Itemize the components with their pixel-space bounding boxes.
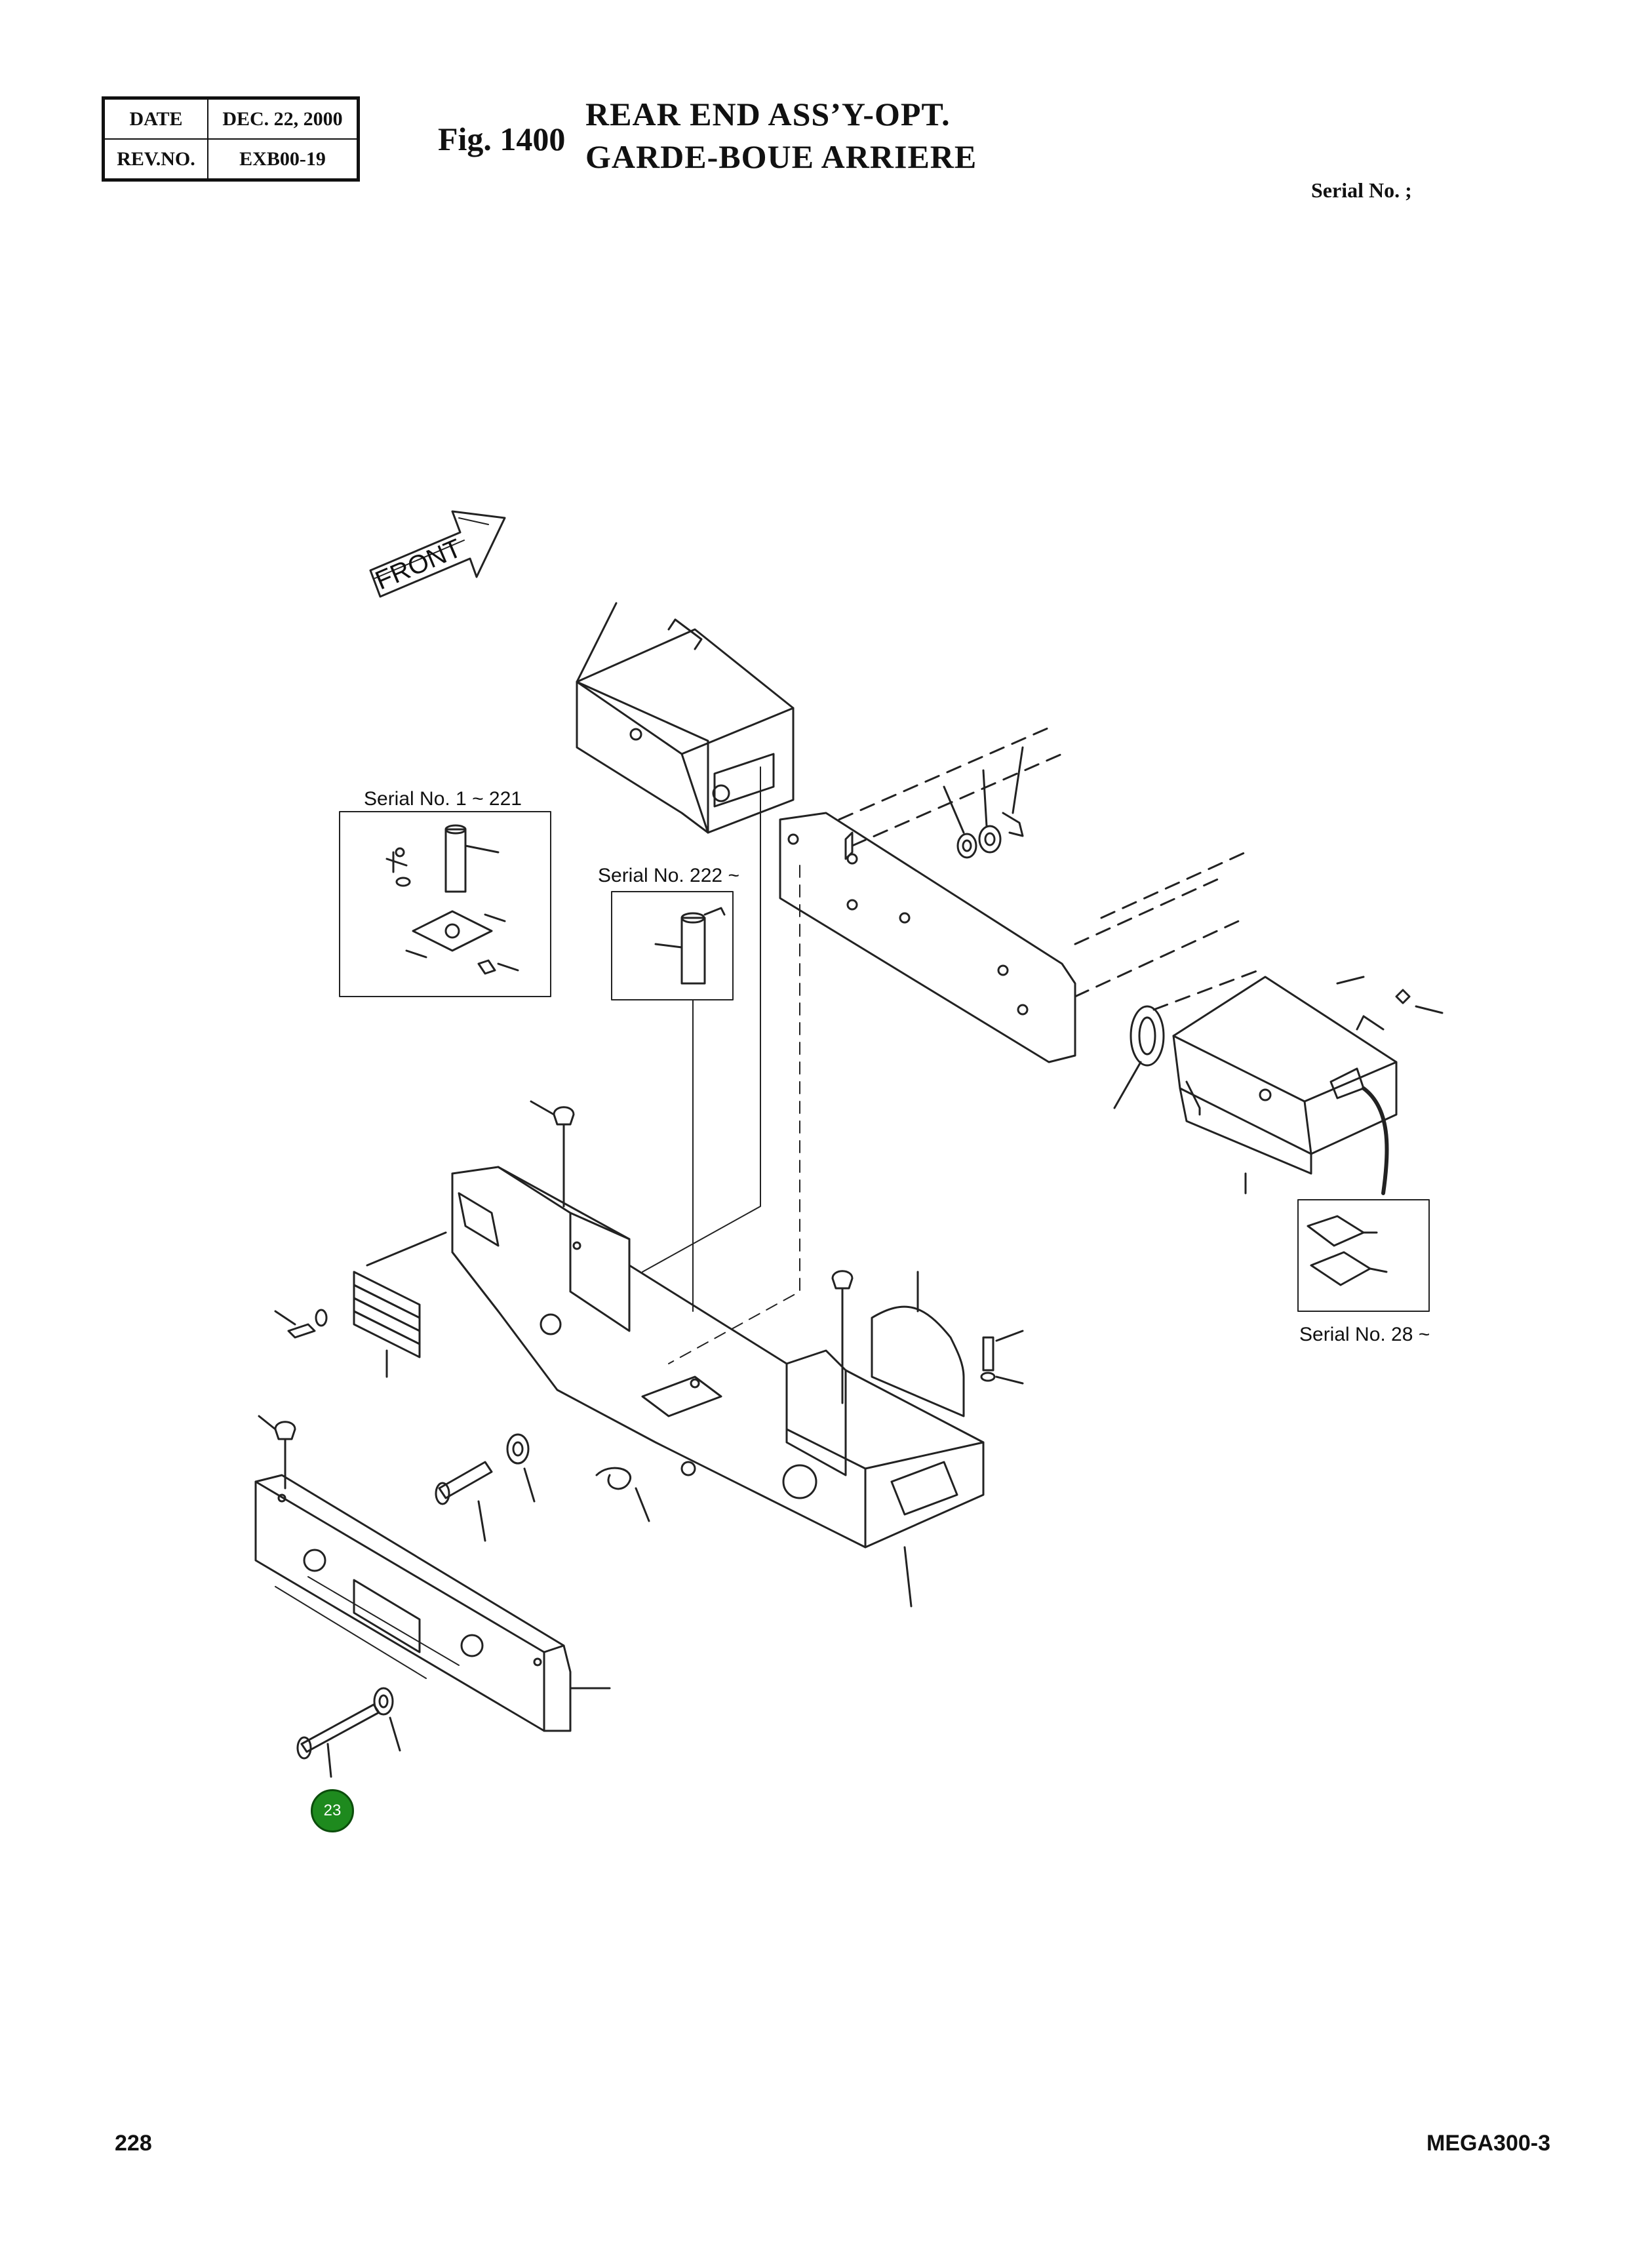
frame-washers <box>943 746 1024 859</box>
model-number: MEGA300-3 <box>1426 2131 1550 2156</box>
rev-label: REV.NO. <box>102 138 208 181</box>
revision-table: DATE DEC. 22, 2000 REV.NO. EXB00-19 <box>102 96 360 182</box>
date-value: DEC. 22, 2000 <box>207 97 359 140</box>
hook-rack <box>274 1231 447 1378</box>
inset-box-2 <box>611 891 734 1312</box>
bolts <box>296 1433 650 1778</box>
figure-title-fr: GARDE-BOUE ARRIERE <box>585 138 977 175</box>
figure-title-en: REAR END ASS’Y-OPT. <box>585 96 951 132</box>
counterweight <box>451 1166 985 1608</box>
inset-3-caption: Serial No. 28 ~ <box>1299 1324 1430 1345</box>
weight-caps <box>258 1100 854 1490</box>
inset-box-1 <box>339 811 551 997</box>
inset-2-caption: Serial No. 222 ~ <box>598 865 739 886</box>
lower-toolbox <box>1172 976 1444 1195</box>
upper-toolbox <box>576 602 795 834</box>
date-label: DATE <box>102 97 208 140</box>
inset-1-caption: Serial No. 1 ~ 221 <box>364 788 522 810</box>
page-number: 228 <box>115 2131 152 2156</box>
rev-value: EXB00-19 <box>207 138 359 181</box>
grommet <box>1113 1005 1165 1109</box>
figure-number: Fig. 1400 <box>438 121 566 157</box>
heater-plate <box>871 1271 1024 1417</box>
callout-badge: 23 <box>311 1789 354 1832</box>
bumper-bar <box>254 1474 611 1732</box>
leader-lines <box>642 766 800 1364</box>
serial-header: Serial No. ; <box>1311 178 1412 202</box>
front-label: FRONT <box>371 534 465 595</box>
frame-plate <box>779 812 1076 1063</box>
frame-rails <box>838 726 1260 1011</box>
front-arrow-icon <box>369 510 506 598</box>
inset-box-3 <box>1297 1199 1430 1312</box>
